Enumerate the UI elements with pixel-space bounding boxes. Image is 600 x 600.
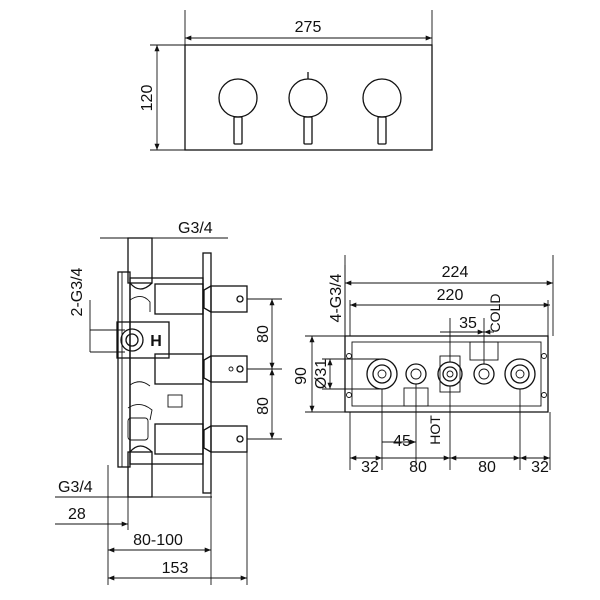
front-view: 275 120: [139, 10, 433, 151]
center-valve-port: [437, 361, 463, 387]
bottom-inlet-pipe: [127, 451, 153, 498]
left-handle: [218, 78, 258, 145]
hot-inlet-block: [116, 321, 170, 359]
height-90-label: 90: [293, 367, 310, 385]
cold-inlet-port: [473, 363, 495, 385]
hot-marker: H: [150, 333, 162, 350]
lower-spacing-label: 80: [255, 397, 272, 415]
inner-width-label: 220: [437, 287, 464, 304]
top-connection-label: G3/4: [178, 220, 213, 237]
overall-width-label: 224: [442, 264, 469, 281]
rear-mounting-plate: [344, 335, 549, 413]
side-connection-label: 2-G3/4: [69, 267, 86, 316]
diameter-label: Ø31: [313, 359, 330, 389]
right-valve-port: [504, 358, 536, 390]
bottom-dim-4: 32: [531, 459, 549, 476]
hot-inlet-port: [405, 363, 427, 385]
side-view: G3/4 2-G3/4 H: [55, 220, 282, 585]
total-depth-label: 153: [162, 560, 189, 577]
lower-cartridge: [154, 423, 248, 455]
offset-45-label: 45: [393, 433, 411, 450]
height-label: 120: [139, 85, 156, 112]
side-body: [129, 277, 204, 465]
connections-label: 4-G3/4: [328, 273, 345, 322]
rear-view: 224 220 4-G3/4 35 COLD 90 Ø31 45 HOT: [293, 255, 554, 476]
depth-28-label: 28: [68, 506, 86, 523]
cold-label: COLD: [487, 294, 503, 333]
top-inlet-pipe: [127, 237, 153, 284]
bottom-dim-2: 80: [409, 459, 427, 476]
bottom-dim-3: 80: [478, 459, 496, 476]
offset-35-label: 35: [459, 315, 477, 332]
front-plate: [184, 44, 433, 151]
upper-cartridge: [154, 283, 248, 315]
upper-spacing-label: 80: [255, 325, 272, 343]
width-label: 275: [295, 19, 322, 36]
center-handle: [288, 72, 328, 145]
depth-range-label: 80-100: [133, 532, 183, 549]
bottom-dim-1: 32: [361, 459, 379, 476]
bottom-connection-label: G3/4: [58, 479, 93, 496]
hot-label: HOT: [427, 415, 443, 445]
left-valve-port: [366, 358, 398, 390]
right-handle: [362, 78, 402, 145]
